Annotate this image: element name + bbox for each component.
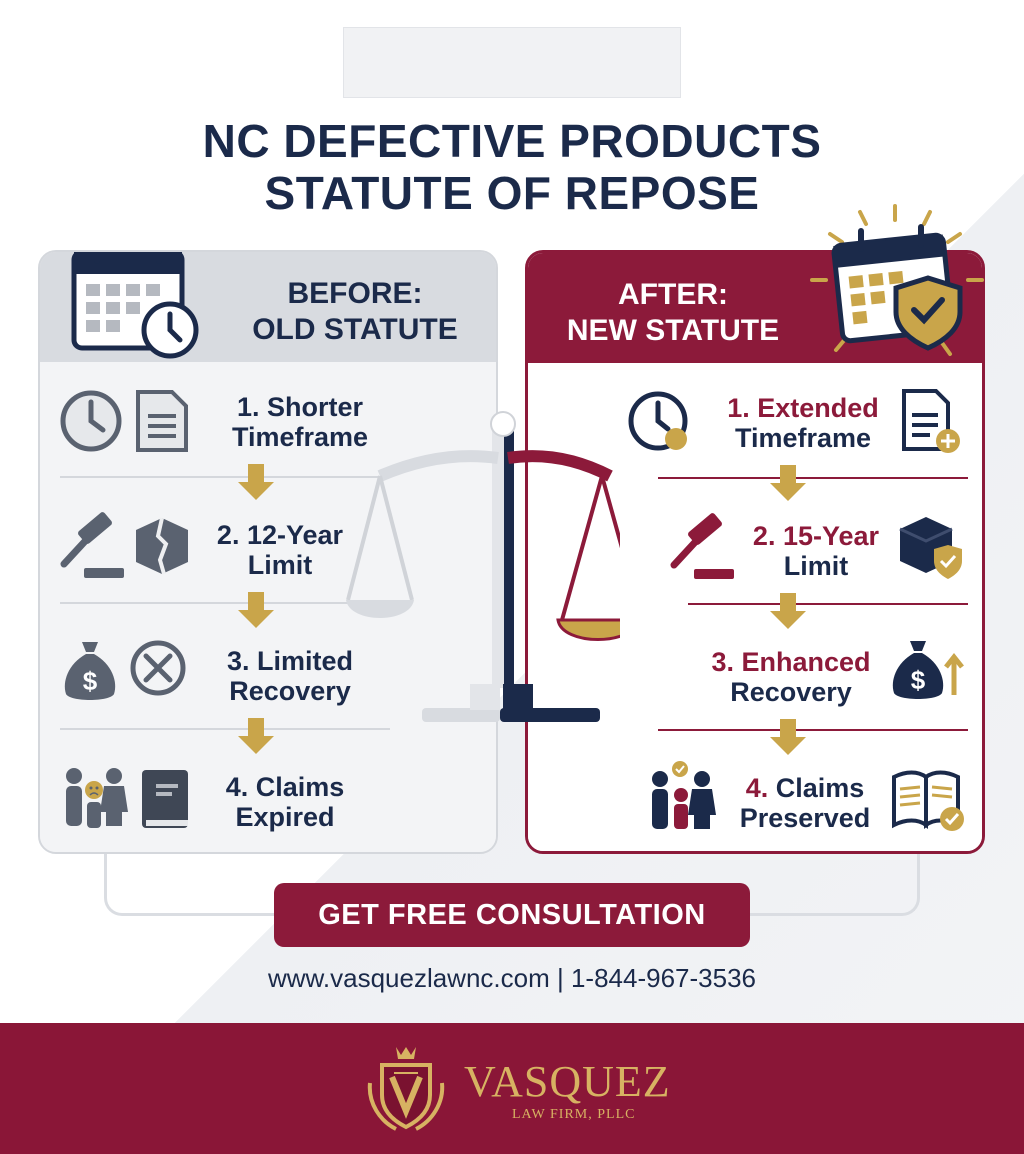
item-number: 1. <box>236 392 260 422</box>
divider <box>60 728 390 730</box>
calendar-clock-icon <box>71 252 199 359</box>
before-item-4: 4. Claims Expired <box>200 772 370 832</box>
after-item-4: 4. Claims Preserved <box>720 773 890 833</box>
before-panel-body: 1. Shorter Timeframe 2. 12-Year Limit $ <box>40 362 496 852</box>
before-heading-line-1: BEFORE: <box>287 277 423 310</box>
before-item-1: 1. Shorter Timeframe <box>190 392 410 452</box>
after-panel-body: 1. Extended Timeframe 2. 15-Year Limit <box>528 363 982 851</box>
divider <box>60 602 390 604</box>
item-number: 2. <box>216 520 240 550</box>
scale-of-justice-icon <box>346 411 620 722</box>
item-line-1: Claims <box>775 773 865 803</box>
after-heading: AFTER: NEW STATUTE <box>528 277 818 349</box>
title-line-2: STATUTE OF REPOSE <box>264 167 760 219</box>
item-line-2: Recovery <box>730 677 852 707</box>
after-heading-line-2: NEW STATUTE <box>566 314 780 347</box>
after-heading-line-1: AFTER: <box>618 278 728 311</box>
clock-icon <box>60 390 122 452</box>
happy-family-icon <box>652 761 716 829</box>
item-number: 3. <box>711 647 734 677</box>
item-line-2: Preserved <box>739 803 871 833</box>
before-panel: BEFORE: OLD STATUTE 1. Shorter Timeframe <box>38 250 498 854</box>
sad-family-icon <box>66 768 128 828</box>
divider <box>658 477 968 479</box>
svg-text:$: $ <box>911 665 926 695</box>
footer-bar <box>0 1023 1024 1154</box>
title-line-1: NC DEFECTIVE PRODUCTS <box>202 115 822 167</box>
svg-text:$: $ <box>83 666 98 696</box>
item-line-2: Limit <box>783 551 849 581</box>
closed-book-icon <box>142 770 188 828</box>
law-firm-crest-icon <box>367 1047 445 1131</box>
item-line-1: Extended <box>757 393 879 423</box>
before-heading: BEFORE: OLD STATUTE <box>220 276 490 348</box>
calendar-shield-icon <box>810 204 984 356</box>
down-arrow-icon <box>238 464 274 500</box>
item-line-2: Recovery <box>229 676 351 706</box>
item-line-1: Limited <box>257 646 354 676</box>
item-line-2: Expired <box>235 802 335 832</box>
document-icon <box>136 390 188 452</box>
item-line-2: Timeframe <box>231 422 369 452</box>
before-panel-header: BEFORE: OLD STATUTE <box>40 252 496 362</box>
open-book-check-icon <box>892 770 964 831</box>
document-plus-icon <box>902 389 960 453</box>
money-bag-icon: $ <box>64 642 116 700</box>
item-number: 4. <box>745 773 769 803</box>
page-title: NC DEFECTIVE PRODUCTS STATUTE OF REPOSE <box>0 115 1024 219</box>
shield-box-icon <box>899 517 962 579</box>
after-item-3: 3. Enhanced Recovery <box>696 647 886 707</box>
down-arrow-icon <box>770 465 806 501</box>
after-item-2: 2. 15-Year Limit <box>736 521 896 581</box>
after-item-1: 1. Extended Timeframe <box>708 393 898 453</box>
item-line-1: Enhanced <box>741 647 871 677</box>
broken-box-icon <box>136 517 188 575</box>
item-line-1: Claims <box>255 772 345 802</box>
down-arrow-icon <box>238 718 274 754</box>
divider <box>60 476 390 478</box>
item-number: 1. <box>727 393 750 423</box>
get-free-consultation-button[interactable]: GET FREE CONSULTATION <box>274 883 750 947</box>
divider <box>688 603 968 605</box>
before-item-2: 2. 12-Year Limit <box>190 520 370 580</box>
after-panel: AFTER: NEW STATUTE 1. Extended Timeframe <box>525 250 985 854</box>
divider <box>658 729 968 731</box>
x-circle-icon <box>130 640 186 696</box>
item-line-1: 15-Year <box>782 521 880 551</box>
clock-icon <box>628 391 688 451</box>
item-line-2: Limit <box>247 550 313 580</box>
gavel-icon <box>60 512 124 578</box>
item-line-1: 12-Year <box>246 520 344 550</box>
item-number: 3. <box>226 646 250 676</box>
item-number: 2. <box>752 521 776 551</box>
brand-subtitle: LAW FIRM, PLLC <box>512 1107 636 1122</box>
item-line-2: Timeframe <box>734 423 872 453</box>
down-arrow-icon <box>770 719 806 755</box>
contact-info: www.vasquezlawnc.com | 1-844-967-3536 <box>267 963 756 993</box>
before-heading-line-2: OLD STATUTE <box>252 313 458 346</box>
money-bag-up-icon: $ <box>892 641 964 699</box>
top-placeholder-banner <box>343 27 681 98</box>
down-arrow-icon <box>238 592 274 628</box>
item-number: 4. <box>225 772 249 802</box>
brand-name: VASQUEZ <box>464 1057 671 1106</box>
item-line-1: Shorter <box>267 392 364 422</box>
gavel-icon <box>670 513 734 579</box>
down-arrow-icon <box>770 593 806 629</box>
before-item-3: 3. Limited Recovery <box>200 646 380 706</box>
